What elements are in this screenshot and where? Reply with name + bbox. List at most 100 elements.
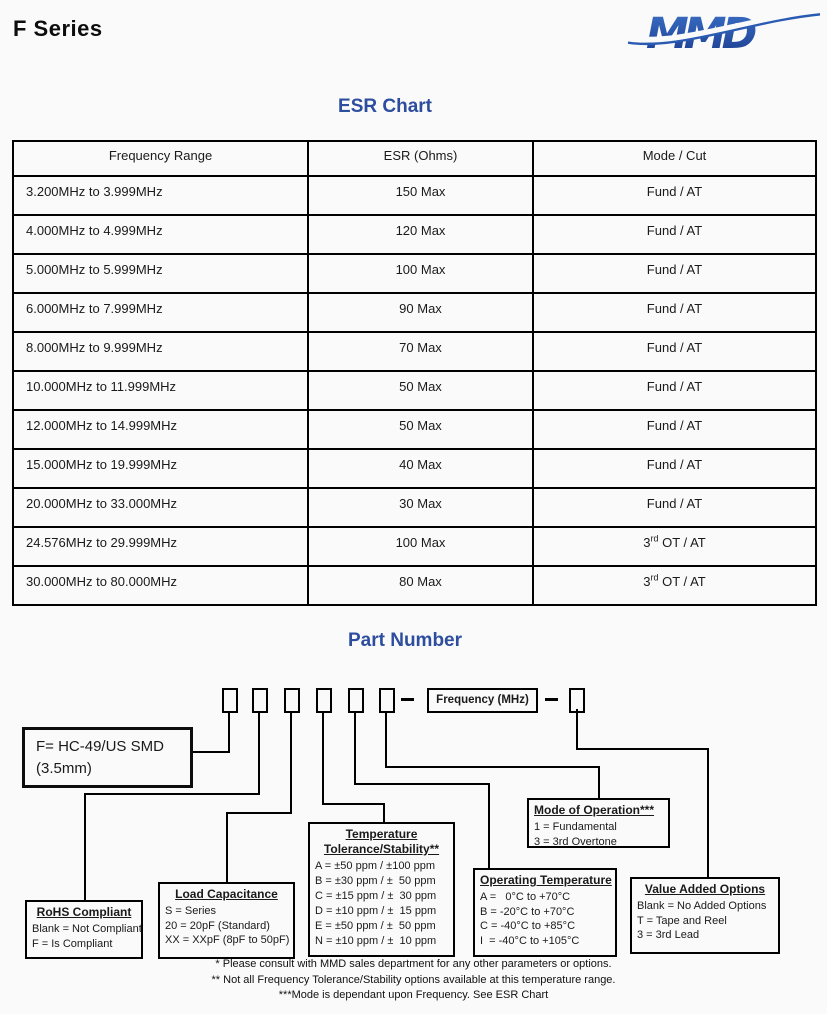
connector-line <box>226 812 228 882</box>
frequency-range-cell: 30.000MHz to 80.000MHz <box>12 565 309 606</box>
option-line: D = ±10 ppm / ± 15 ppm <box>315 905 437 917</box>
column-header-mode-cut: Mode / Cut <box>532 140 817 177</box>
page-title: F Series <box>13 16 103 41</box>
frequency-range-cell: 5.000MHz to 5.999MHz <box>12 253 309 294</box>
esr-value-cell: 30 Max <box>307 487 534 528</box>
mode-cut-cell: Fund / AT <box>532 331 817 372</box>
frequency-range-cell: 12.000MHz to 14.999MHz <box>12 409 309 450</box>
option-line: I = -40°C to +105°C <box>480 934 580 947</box>
temperature-tolerance-title-line-1: Temperature <box>345 827 418 841</box>
esr-value-cell: 100 Max <box>307 253 534 294</box>
footnote-line: ** Not all Frequency Tolerance/Stability… <box>211 973 616 986</box>
footnote-line: * Please consult with MMD sales departme… <box>215 958 612 970</box>
esr-value-cell: 50 Max <box>307 370 534 411</box>
connector-line <box>385 712 387 768</box>
series-description-box: F= HC-49/US SMD (3.5mm) <box>22 727 193 788</box>
frequency-range-cell: 4.000MHz to 4.999MHz <box>12 214 309 255</box>
column-header-esr-ohms: ESR (Ohms) <box>307 140 534 177</box>
option-line: XX = XXpF (8pF to 50pF) <box>165 934 290 946</box>
connector-line <box>322 803 385 805</box>
frequency-mhz-box: Frequency (MHz) <box>427 688 538 713</box>
footnotes: * Please consult with MMD sales departme… <box>0 957 827 1004</box>
connector-line <box>488 783 490 868</box>
esr-value-cell: 70 Max <box>307 331 534 372</box>
option-line: N = ±10 ppm / ± 10 ppm <box>315 935 437 947</box>
separator-dash <box>545 698 558 701</box>
temperature-tolerance-title-line-2: Tolerance/Stability** <box>323 842 440 856</box>
esr-table-header-row: Frequency Range ESR (Ohms) Mode / Cut <box>12 140 817 177</box>
footnote-line: ***Mode is dependant upon Frequency. See… <box>278 989 549 1001</box>
mode-cut-cell: Fund / AT <box>532 487 817 528</box>
option-line: T = Tape and Reel <box>637 914 727 927</box>
frequency-range-cell: 6.000MHz to 7.999MHz <box>12 292 309 333</box>
part-number-digit-box-2 <box>252 688 268 713</box>
rohs-compliant-title: RoHS Compliant <box>36 905 132 919</box>
series-line-2: (3.5mm) <box>36 759 92 777</box>
option-line: C = -40°C to +85°C <box>480 920 576 932</box>
connector-line <box>290 712 292 814</box>
connector-line <box>258 712 260 795</box>
esr-value-cell: 80 Max <box>307 565 534 606</box>
option-line: F = Is Compliant <box>32 937 113 950</box>
esr-chart-heading: ESR Chart <box>338 96 432 117</box>
frequency-range-cell: 10.000MHz to 11.999MHz <box>12 370 309 411</box>
connector-line <box>354 712 356 785</box>
option-line: Blank = No Added Options <box>637 900 767 912</box>
separator-dash <box>401 698 414 701</box>
part-number-heading: Part Number <box>347 630 463 651</box>
connector-line <box>707 748 709 877</box>
connector-line <box>576 748 709 750</box>
option-line: E = ±50 ppm / ± 50 ppm <box>315 920 436 932</box>
operating-temperature-title: Operating Temperature <box>480 873 612 887</box>
value-added-options-box: Value Added Options Blank = No Added Opt… <box>630 877 780 954</box>
mode-cut-cell: 3rd OT / AT <box>532 565 817 606</box>
connector-line <box>383 803 385 822</box>
mode-cut-cell: Fund / AT <box>532 214 817 255</box>
mmd-logo: MMD <box>623 6 825 59</box>
load-capacitance-title: Load Capacitance <box>175 887 278 901</box>
mode-cut-cell: Fund / AT <box>532 253 817 294</box>
esr-value-cell: 150 Max <box>307 175 534 216</box>
option-line: Blank = Not Compliant <box>32 923 142 935</box>
frequency-range-cell: 20.000MHz to 33.000MHz <box>12 487 309 528</box>
frequency-range-cell: 8.000MHz to 9.999MHz <box>12 331 309 372</box>
part-number-digit-box-3 <box>284 688 300 713</box>
esr-value-cell: 50 Max <box>307 409 534 450</box>
connector-line <box>228 712 230 753</box>
column-header-frequency-range: Frequency Range <box>12 140 309 177</box>
connector-line <box>598 766 600 800</box>
mmd-logo-icon: MMD <box>623 8 825 59</box>
connector-line <box>84 793 260 795</box>
series-line-1: F= HC-49/US SMD <box>36 738 164 755</box>
option-line: B = -20°C to +70°C <box>480 905 575 918</box>
option-line: 3 = 3rd Lead <box>637 929 700 941</box>
mode-cut-cell: Fund / AT <box>532 448 817 489</box>
esr-table: Frequency Range ESR (Ohms) Mode / Cut 3.… <box>12 140 817 606</box>
esr-value-cell: 40 Max <box>307 448 534 489</box>
connector-line <box>84 793 86 900</box>
mode-cut-cell: Fund / AT <box>532 370 817 411</box>
connector-line <box>226 812 292 814</box>
part-number-digit-box-6 <box>379 688 395 713</box>
frequency-range-cell: 15.000MHz to 19.999MHz <box>12 448 309 489</box>
connector-line <box>576 709 578 750</box>
option-line: 1 = Fundamental <box>534 821 617 833</box>
frequency-range-cell: 3.200MHz to 3.999MHz <box>12 175 309 216</box>
mode-cut-cell: Fund / AT <box>532 292 817 333</box>
esr-value-cell: 120 Max <box>307 214 534 255</box>
connector-line <box>354 783 490 785</box>
